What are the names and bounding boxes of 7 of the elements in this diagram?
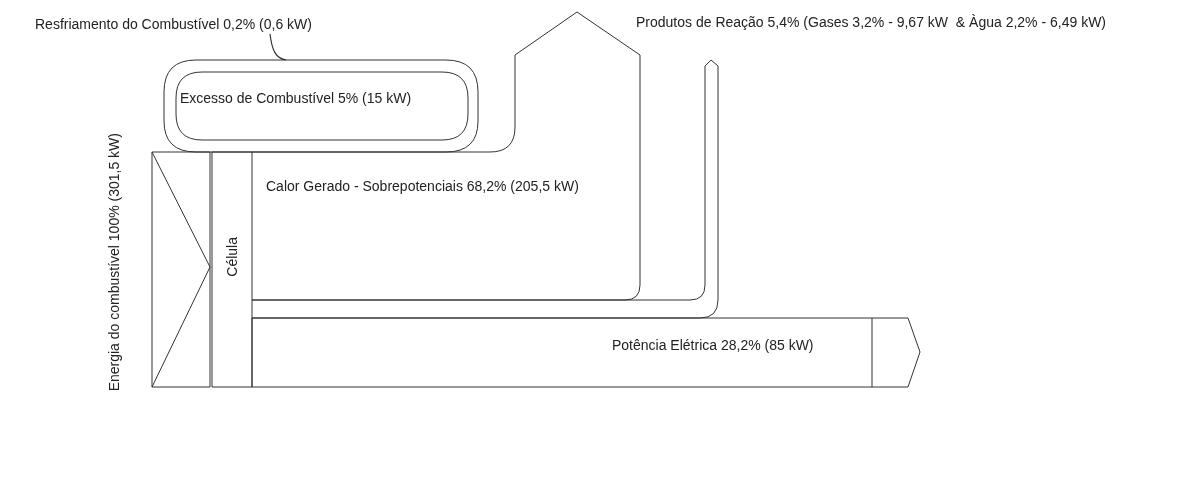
flow-label: Produtos de Reação 5,4% (Gases 3,2% - 9,67 kW & Àgua 2,2% - 6,49 kW) bbox=[636, 14, 1106, 30]
flow-label: Excesso de Combustível 5% (15 kW) bbox=[180, 90, 412, 106]
flow-label: Calor Gerado - Sobrepotenciais 68,2% (205,5 kW) bbox=[266, 178, 579, 194]
callout-text: Resfriamento do Combustível 0,2% (0,6 kW) bbox=[35, 16, 312, 32]
cell-label: Célula bbox=[224, 237, 240, 277]
flow-label: Potência Elétrica 28,2% (85 kW) bbox=[612, 337, 814, 353]
flow-label: Energia do combustível 100% (301,5 kW) bbox=[106, 133, 122, 392]
